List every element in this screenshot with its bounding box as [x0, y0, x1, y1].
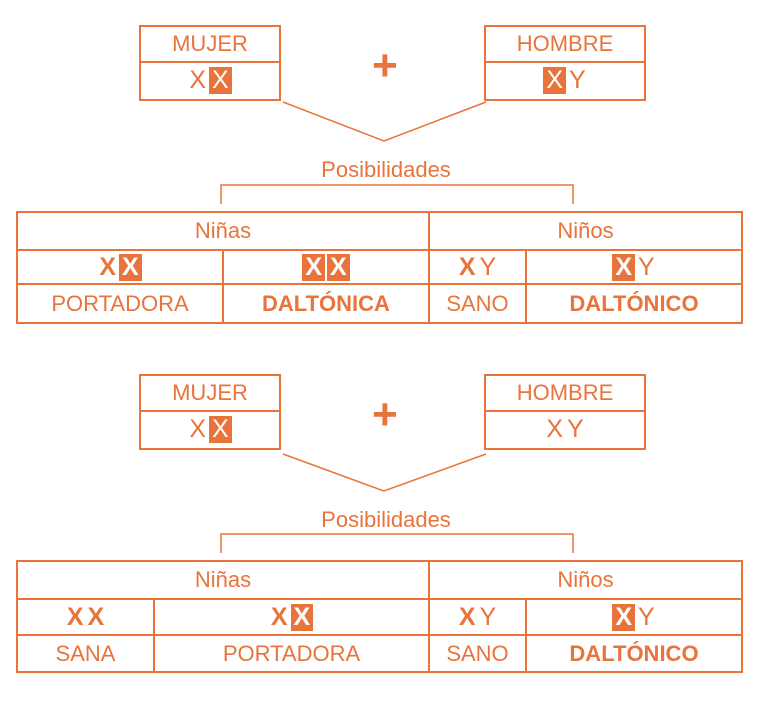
allele: X: [209, 415, 232, 443]
allele: X: [546, 414, 563, 443]
mother-label: MUJER: [141, 27, 279, 63]
cross-1-merge-lines: [282, 101, 487, 142]
cross-2-plus-sign: +: [372, 390, 398, 439]
cross-2-bracket: [220, 533, 574, 553]
girls-header: Niñas: [18, 562, 430, 600]
cross-1-plus-sign: +: [372, 41, 398, 90]
allele: Y: [638, 602, 655, 631]
offspring-phenotype: SANO: [430, 636, 527, 671]
offspring-phenotype: DALTÓNICO: [569, 290, 699, 316]
offspring-phenotype: SANO: [430, 285, 527, 322]
allele: X: [612, 253, 635, 281]
allele: X: [189, 414, 206, 443]
allele: X: [119, 253, 142, 281]
allele: X: [189, 65, 206, 94]
father-label: HOMBRE: [486, 376, 644, 412]
offspring-phenotype: PORTADORA: [18, 285, 224, 322]
offspring-phenotype: SANA: [18, 636, 155, 671]
allele: X: [209, 66, 232, 94]
allele: Y: [479, 602, 497, 631]
boys-header: Niños: [430, 562, 741, 600]
allele: X: [543, 66, 566, 94]
allele: X: [66, 602, 84, 631]
allele: X: [612, 603, 635, 631]
offspring-phenotype: PORTADORA: [155, 636, 430, 671]
allele: X: [458, 252, 476, 281]
mother-label: MUJER: [141, 376, 279, 412]
cross-2-possibilities-label: Posibilidades: [321, 507, 451, 532]
girls-header: Niñas: [18, 213, 430, 251]
allele: X: [458, 602, 476, 631]
cross-1-possibilities-label: Posibilidades: [321, 157, 451, 182]
cross-1-bracket: [220, 184, 574, 204]
allele: Y: [479, 252, 497, 281]
allele: Y: [567, 414, 584, 443]
allele: X: [270, 602, 288, 631]
allele: X: [290, 603, 314, 631]
offspring-phenotype: DALTÓNICO: [569, 640, 699, 666]
offspring-phenotype: DALTÓNICA: [224, 285, 430, 322]
cross-2-merge-lines: [282, 453, 487, 492]
father-label: HOMBRE: [486, 27, 644, 63]
allele: X: [327, 253, 350, 281]
allele: X: [99, 252, 116, 281]
allele: Y: [569, 65, 586, 94]
boys-header: Niños: [430, 213, 741, 251]
allele: Y: [638, 252, 655, 281]
allele: X: [87, 602, 105, 631]
allele: X: [302, 253, 325, 281]
